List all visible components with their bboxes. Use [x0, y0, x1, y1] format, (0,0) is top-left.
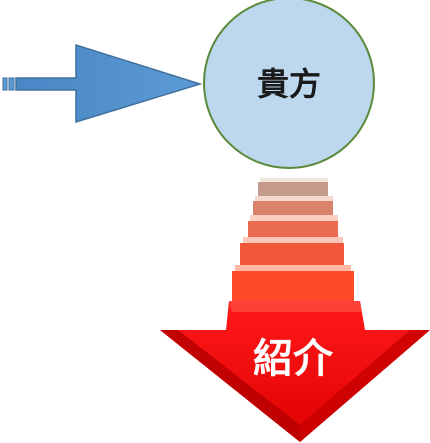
node-label: 貴方 [257, 65, 321, 103]
step-4 [240, 243, 344, 265]
step-1 [258, 182, 328, 196]
arrow-body [15, 43, 203, 124]
down-arrow-highlight [229, 301, 362, 312]
person-node: 貴方 [203, 0, 375, 169]
step-3 [248, 221, 338, 237]
step-5-top [235, 265, 351, 271]
staircase [232, 178, 354, 301]
step-3-top [250, 215, 338, 221]
step-2-top [255, 196, 333, 201]
step-1-top [260, 178, 328, 182]
step-4-top [243, 237, 343, 243]
step-5 [232, 271, 354, 301]
arrow-stripe-1 [2, 77, 8, 91]
right-arrow [2, 43, 203, 124]
down-arrow-label: 紹介 [253, 336, 334, 382]
node-circle [203, 0, 375, 169]
step-2 [253, 201, 333, 215]
down-arrow-body [160, 301, 430, 442]
down-arrow: 紹介 [160, 301, 430, 442]
down-arrow-left-shade [160, 330, 300, 442]
down-arrow-right-shade [300, 330, 430, 442]
arrow-stripe-2 [8, 77, 15, 91]
